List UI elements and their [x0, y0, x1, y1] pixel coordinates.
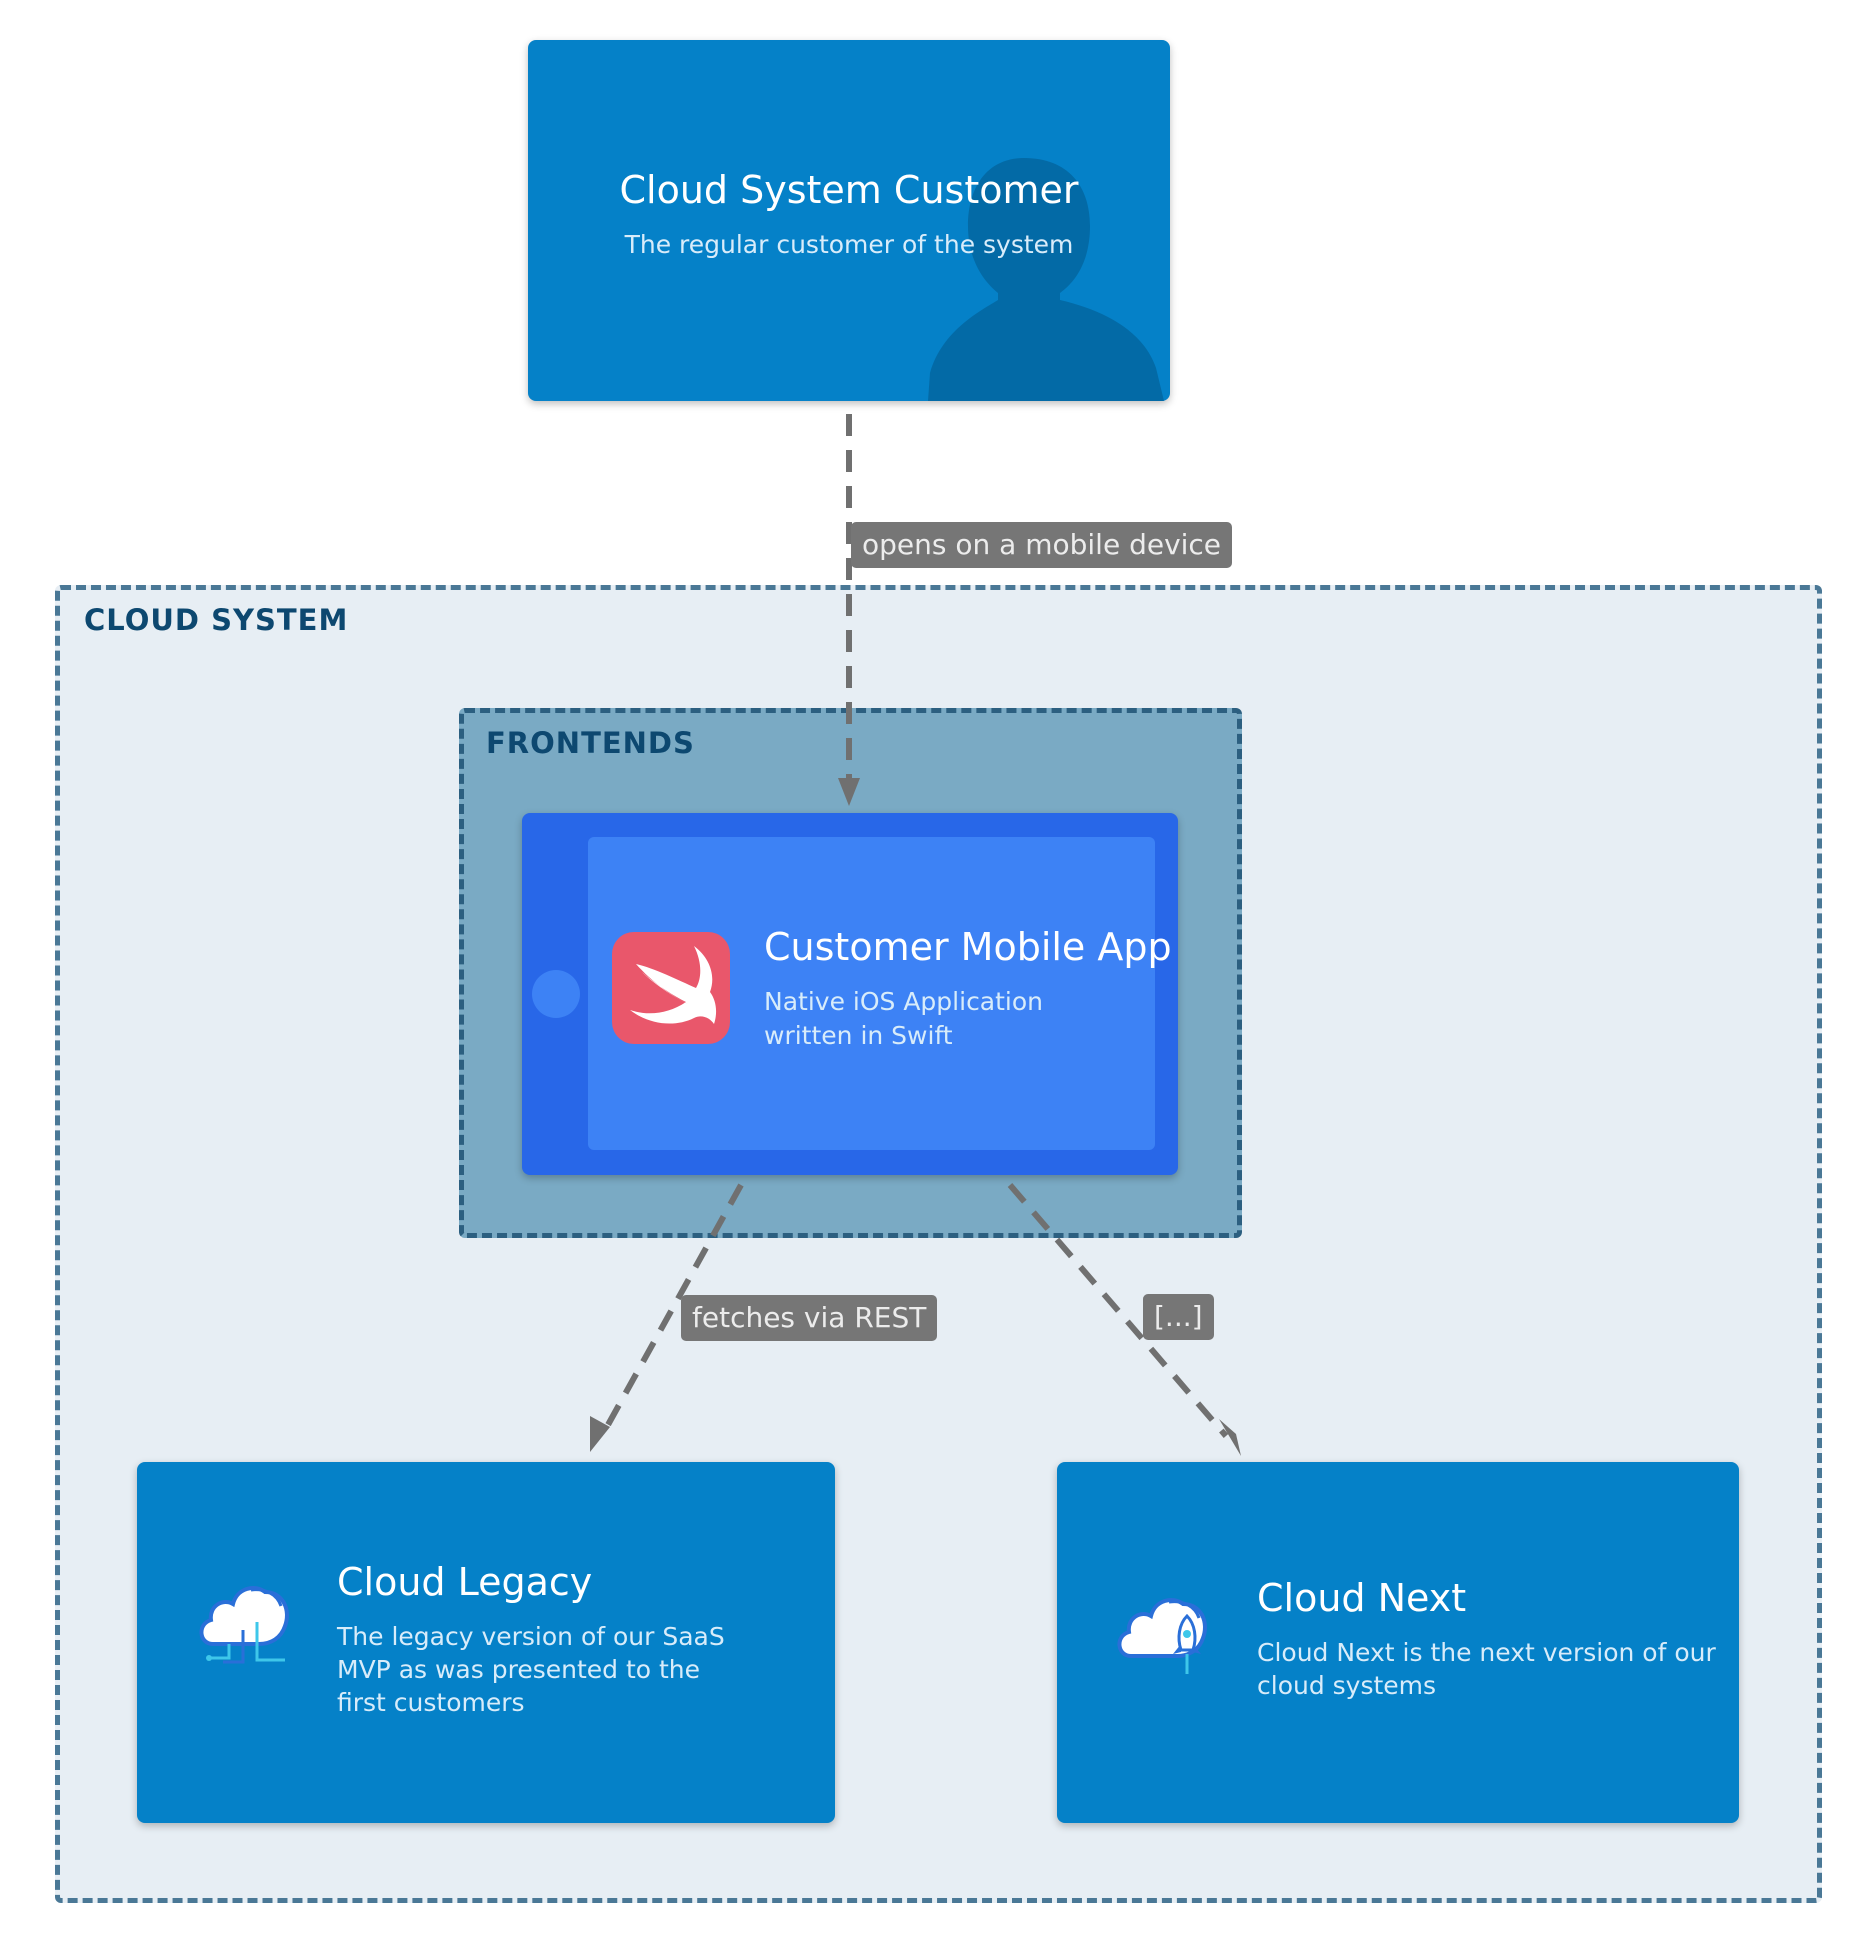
edge-other-arrowhead — [1219, 1419, 1241, 1456]
cloud-next-description-line1: Cloud Next is the next version of our — [1257, 1638, 1716, 1667]
cloud-legacy-icon — [199, 1586, 289, 1664]
cloud-legacy-description-line1: The legacy version of our SaaS — [337, 1622, 725, 1651]
edge-fetches[interactable] — [590, 1183, 744, 1452]
cloud-system-label: CLOUD SYSTEM — [84, 603, 349, 637]
cloud-next-node[interactable]: Cloud Next Cloud Next is the next versio… — [1057, 1462, 1739, 1823]
customer-node[interactable]: Cloud System Customer The regular custom… — [528, 40, 1170, 401]
mobile-app-description-line1: Native iOS Application — [764, 987, 1044, 1016]
cloud-legacy-description-line2: MVP as was presented to the — [337, 1655, 701, 1684]
cloud-legacy-description-line3: first customers — [337, 1688, 525, 1717]
edge-opens-arrowhead — [838, 778, 860, 806]
edge-label-opens: opens on a mobile device — [851, 522, 1233, 568]
edge-label-other: [...] — [1143, 1294, 1214, 1340]
edge-fetches-arrowhead — [590, 1416, 610, 1452]
mobile-app-node[interactable]: Customer Mobile App Native iOS Applicati… — [522, 813, 1178, 1175]
person-icon — [928, 158, 1164, 401]
mobile-app-description-line2: written in Swift — [764, 1021, 953, 1050]
cloud-next-title: Cloud Next — [1257, 1576, 1467, 1620]
device-home-button — [532, 970, 580, 1018]
cloud-next-description-line2: cloud systems — [1257, 1671, 1437, 1700]
cloud-legacy-title: Cloud Legacy — [337, 1560, 593, 1604]
edge-label-fetches: fetches via REST — [681, 1295, 938, 1341]
customer-title: Cloud System Customer — [619, 168, 1079, 212]
cloud-rocket-icon — [1117, 1598, 1207, 1674]
mobile-app-title: Customer Mobile App — [764, 925, 1172, 969]
swift-logo-icon — [612, 932, 730, 1044]
edge-opens[interactable] — [838, 414, 860, 806]
customer-description: The regular customer of the system — [624, 230, 1074, 259]
cloud-legacy-node[interactable]: Cloud Legacy The legacy version of our S… — [137, 1462, 835, 1823]
frontends-label: FRONTENDS — [486, 726, 695, 760]
edge-other[interactable] — [1007, 1183, 1241, 1456]
